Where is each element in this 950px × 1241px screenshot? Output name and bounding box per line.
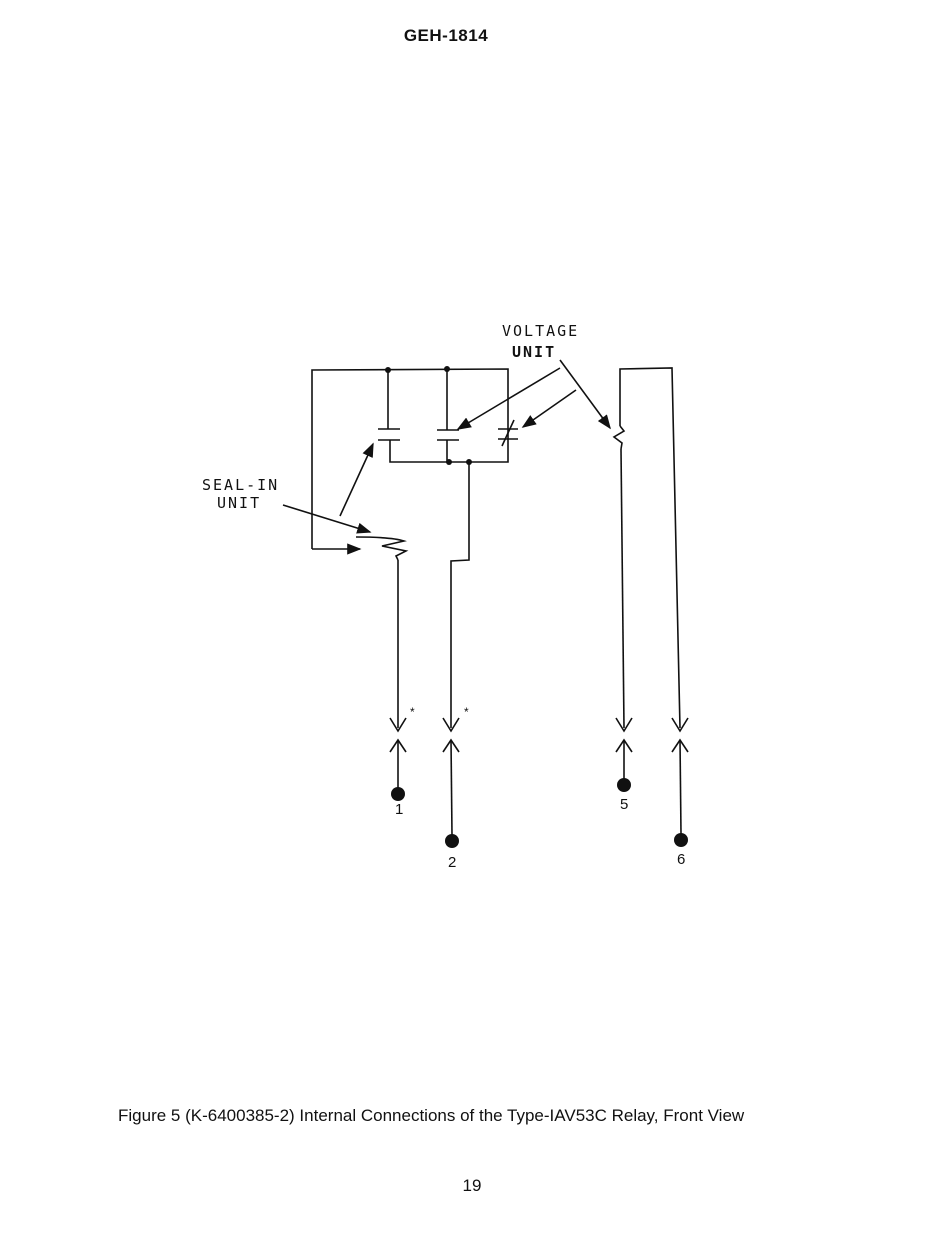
voltage-leader-1 <box>458 368 560 429</box>
seal-in-leader-1 <box>283 505 370 532</box>
terminal-5-dot <box>617 778 631 792</box>
seal-in-contact <box>378 429 400 440</box>
terminal-5-wire <box>621 449 624 728</box>
terminal-5: 5 <box>616 718 632 813</box>
voltage-leader-3 <box>560 360 610 428</box>
terminal-6: 6 <box>672 718 688 868</box>
terminal-2-wire <box>451 462 469 728</box>
voltage-unit-label-line2: UNIT <box>512 343 556 361</box>
terminal-1-number: 1 <box>395 801 403 818</box>
terminal-1: 1 * <box>390 705 415 818</box>
seal-in-loop-wire <box>312 369 508 549</box>
terminal-2-dot <box>445 834 459 848</box>
terminal-6-number: 6 <box>677 851 685 868</box>
voltage-unit-label-line1: VOLTAGE <box>502 322 579 340</box>
terminal-2: 2 * <box>443 705 469 871</box>
short-mark-2: * <box>464 705 469 719</box>
contact-bank-circuit <box>312 366 518 728</box>
terminal-2-number: 2 <box>448 854 456 871</box>
terminal-6-dot <box>674 833 688 847</box>
voltage-coil <box>614 426 624 449</box>
junction-dot <box>444 366 450 372</box>
page-number: 19 <box>0 1176 944 1196</box>
voltage-coil-circuit <box>614 368 680 728</box>
junction-dot <box>385 367 391 373</box>
terminal-6-wire <box>620 368 680 728</box>
terminal-5-number: 5 <box>620 796 628 813</box>
voltage-contact-open <box>437 430 459 440</box>
short-mark-1: * <box>410 705 415 719</box>
terminal-1-dot <box>391 787 405 801</box>
seal-in-unit-label-line2: UNIT <box>217 494 261 512</box>
seal-in-leader-2 <box>340 444 373 516</box>
seal-in-unit-label-line1: SEAL-IN <box>202 476 279 494</box>
voltage-leader-2 <box>523 390 576 427</box>
junction-dot <box>446 459 452 465</box>
figure-caption: Figure 5 (K-6400385-2) Internal Connecti… <box>118 1106 838 1126</box>
seal-in-coil <box>312 537 406 560</box>
